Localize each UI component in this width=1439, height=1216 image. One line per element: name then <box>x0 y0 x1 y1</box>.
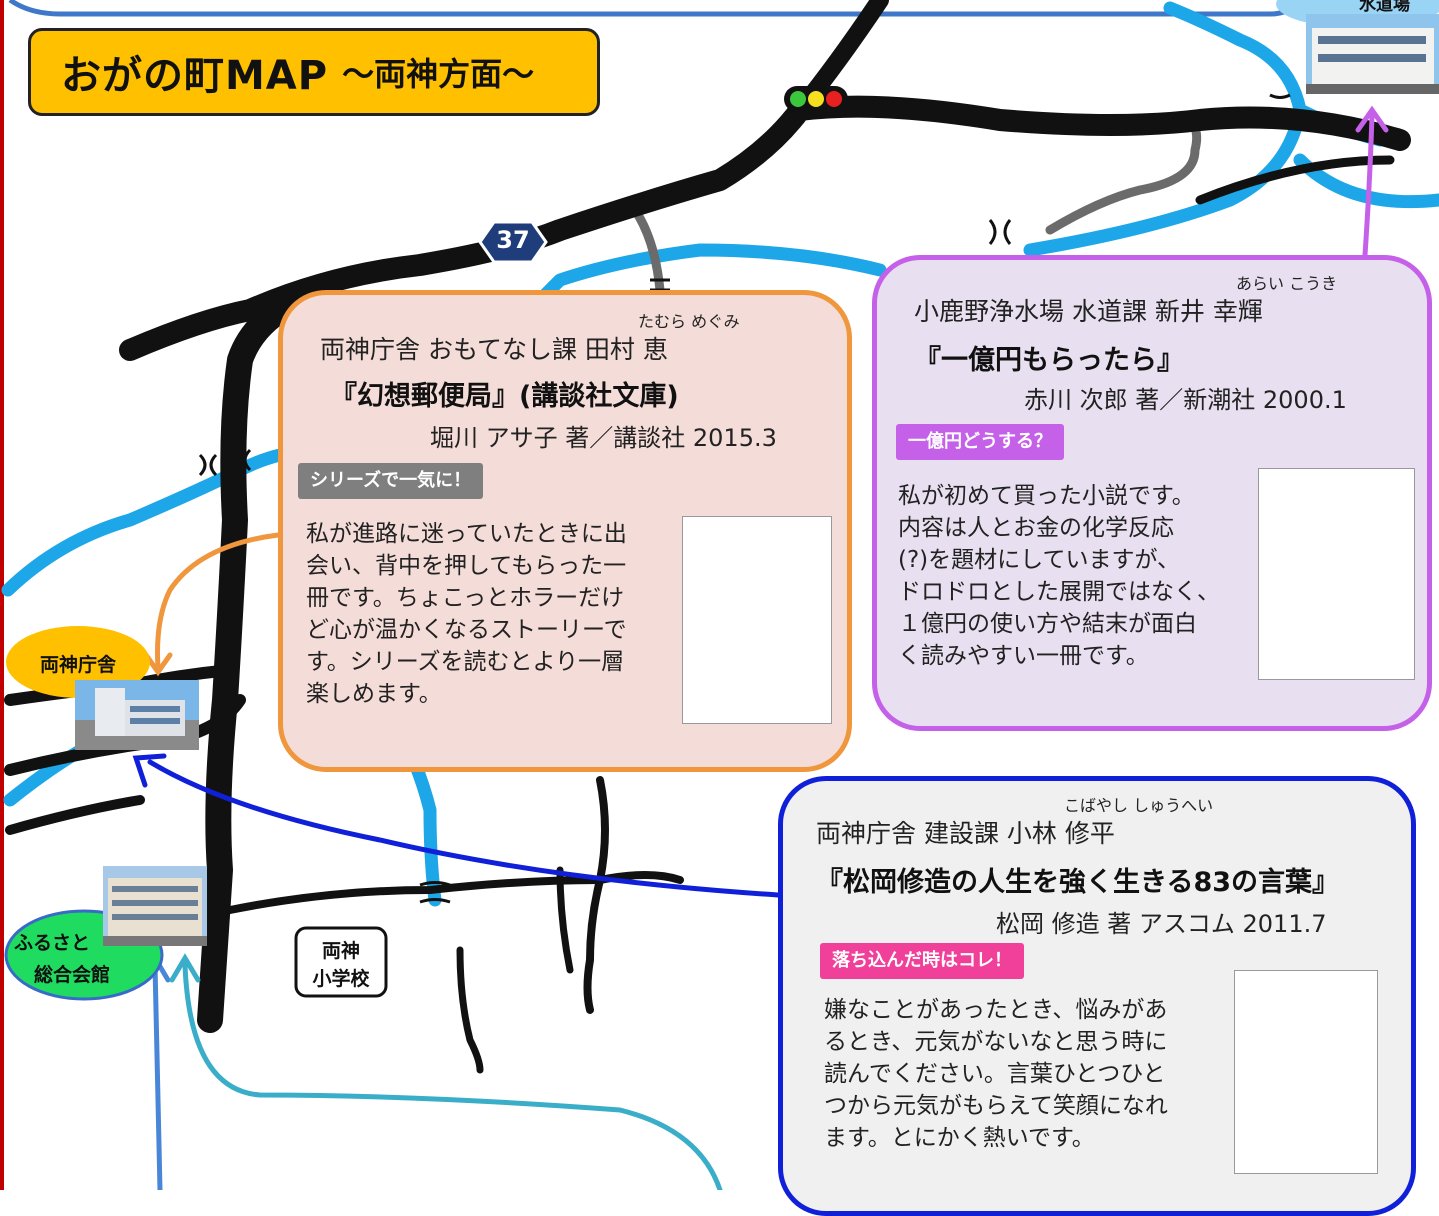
map-canvas <box>0 0 1439 1190</box>
comment-line: 会い、背中を押してもらった一 <box>306 553 627 579</box>
arrowhead-orange <box>143 652 173 677</box>
arrowhead-purple <box>1355 105 1389 133</box>
comment-line: 楽しめます。 <box>306 681 442 707</box>
staff-name-ruby: たむら めぐみ <box>638 312 740 331</box>
comment-line: 読んでください。言葉ひとつひと <box>824 1061 1166 1087</box>
map-title: おがの町MAP ～両神方面～ <box>28 28 600 116</box>
comment-text: 私が進路に迷っていたときに出 会い、背中を押してもらった一 冊です。ちょこっとホ… <box>306 518 678 710</box>
staff-name-ruby: こばやし しゅうへい <box>1064 796 1214 815</box>
comment-line: く読みやすい一冊です。 <box>898 643 1149 669</box>
book-title: 『松岡修造の人生を強く生きる83の言葉』 <box>816 867 1340 898</box>
top-frame <box>8 0 1303 17</box>
comment-line: ドロドロとした展開ではなく、 <box>898 579 1220 605</box>
book-title: 『幻想郵便局』(講談社文庫) <box>330 381 679 412</box>
book-author-publisher: 赤川 次郎 著／新潮社 2000.1 <box>1024 386 1347 414</box>
comment-line: １億円の使い方や結末が面白 <box>898 611 1197 637</box>
traffic-signal-icon <box>784 86 848 112</box>
school-label-bg <box>294 926 388 998</box>
comment-tag: 落ち込んだ時はコレ！ <box>820 943 1024 979</box>
school-label-line1[interactable]: 両神 <box>321 940 360 962</box>
comment-line: 嫌なことがあったとき、悩みがあ <box>824 997 1168 1023</box>
comment-line: 冊です。ちょこっとホラーだけ <box>306 585 625 611</box>
school-label-line2[interactable]: 小学校 <box>312 968 370 990</box>
map-title-sub: ～両神方面～ <box>342 55 535 93</box>
office-label[interactable]: 両神庁舎 <box>39 654 116 676</box>
comment-text: 嫌なことがあったとき、悩みがあ るとき、元気がないなと思う時に 読んでください。… <box>824 994 1234 1154</box>
comment-text: 私が初めて買った小説です。 内容は人とお金の化学反応 (?)を題材にしていますが… <box>898 480 1258 672</box>
staff-dept-name: 両神庁舎 おもてなし課 田村 恵 <box>320 335 668 364</box>
book-cover-placeholder <box>682 516 832 724</box>
comment-line: 内容は人とお金の化学反応 <box>898 515 1174 541</box>
comment-line: るとき、元気がないなと思う時に <box>824 1029 1168 1055</box>
page-border <box>0 0 4 1190</box>
office-photo <box>75 680 199 750</box>
arrow-teal <box>182 962 723 1190</box>
map-title-main: おがの町MAP <box>61 53 329 99</box>
arrow-lightblue <box>152 962 163 1190</box>
staff-name-ruby: あらい こうき <box>1236 274 1338 293</box>
comment-line: つから元気がもらえて笑顔になれ <box>824 1093 1168 1119</box>
route-37-shield <box>478 220 548 264</box>
arrowhead-blue <box>132 753 167 788</box>
arrowhead-teal <box>169 953 201 983</box>
comment-line: 私が進路に迷っていたときに出 <box>306 521 627 547</box>
staff-dept-name: 小鹿野浄水場 水道課 新井 幸輝 <box>914 297 1263 326</box>
comment-line: ど心が温かくなるストーリーで <box>306 617 627 643</box>
comment-line: す。シリーズを読むとより一層 <box>306 649 625 675</box>
hall-photo <box>103 866 207 946</box>
book-author-publisher: 松岡 修造 著 アスコム 2011.7 <box>996 910 1327 938</box>
book-title: 『一億円もらったら』 <box>914 345 1184 376</box>
hall-label-line1[interactable]: ふるさと <box>14 932 91 954</box>
comment-line: 私が初めて買った小説です。 <box>898 483 1195 509</box>
arrow-purple <box>1362 112 1375 258</box>
comment-line: ます。とにかく熱いです。 <box>824 1125 1095 1151</box>
connector-arrows <box>132 105 1389 1190</box>
book-cover-placeholder <box>1258 468 1415 680</box>
staff-dept-name: 両神庁舎 建設課 小林 修平 <box>816 819 1115 848</box>
hall-label-line2[interactable]: 総合会館 <box>34 964 111 986</box>
book-cover-placeholder <box>1234 970 1378 1174</box>
arrow-orange <box>155 532 281 671</box>
comment-tag: シリーズで一気に！ <box>298 463 484 499</box>
arrow-blue <box>147 759 781 898</box>
water-plant-photo <box>1306 14 1439 94</box>
water-plant-label[interactable]: 水道場 <box>1359 0 1410 15</box>
book-author-publisher: 堀川 アサ子 著／講談社 2015.3 <box>430 424 777 452</box>
comment-tag: 一億円どうする？ <box>896 424 1064 460</box>
route-number: 37 <box>496 226 530 254</box>
comment-line: (?)を題材にしていますが、 <box>898 547 1181 573</box>
